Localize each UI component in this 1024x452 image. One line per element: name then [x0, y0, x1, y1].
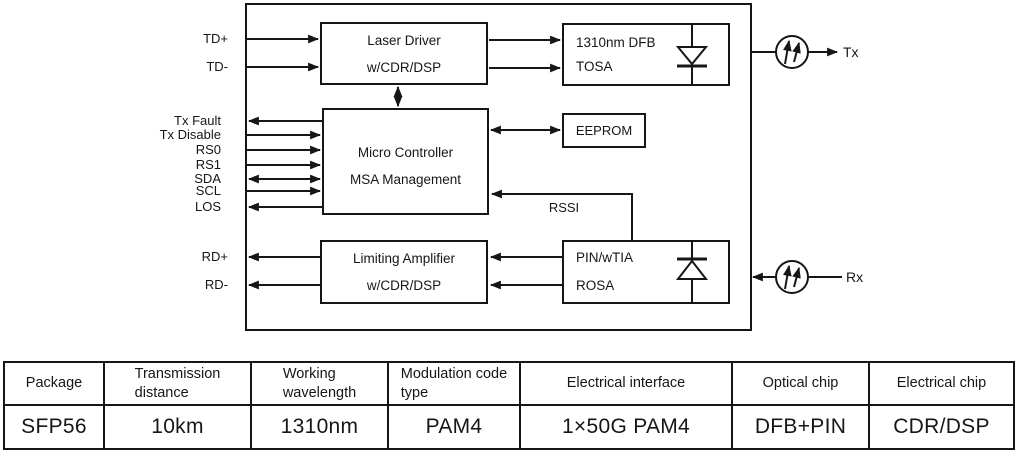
header-text: wavelength [282, 384, 357, 401]
cell-package: SFP56 [3, 404, 105, 450]
spec-table: Package Transmission distance Working wa… [3, 361, 1015, 450]
cell-transmission-distance: 10km [103, 404, 252, 450]
laser-driver-sublabel: w/CDR/DSP [366, 59, 442, 75]
limiting-amplifier-sublabel: w/CDR/DSP [366, 278, 442, 293]
tosa-label: 1310nm DFB [576, 34, 656, 50]
col-header-modulation-code-type: Modulation code type [387, 361, 521, 406]
pin-td-minus: TD- [206, 59, 228, 74]
header-text: Package [25, 375, 83, 391]
limiting-amplifier-block: Limiting Amplifier w/CDR/DSP [320, 240, 488, 304]
cell-working-wavelength: 1310nm [250, 404, 389, 450]
pin-tx-disable: Tx Disable [159, 127, 221, 142]
header-text: distance [134, 384, 189, 401]
col-header-transmission-distance: Transmission distance [103, 361, 252, 406]
rssi-label: RSSI [548, 200, 580, 215]
rx-fiber-coupler-icon [775, 260, 809, 294]
col-header-working-wavelength: Working wavelength [250, 361, 389, 406]
tosa-sublabel: TOSA [576, 58, 613, 74]
module-outline [245, 3, 752, 331]
rosa-block: PIN/wTIA ROSA [562, 240, 730, 304]
pin-rd-minus: RD- [204, 277, 228, 292]
laser-driver-label: Laser Driver [367, 32, 441, 48]
laser-driver-block: Laser Driver w/CDR/DSP [320, 22, 488, 85]
pin-rs1: RS1 [195, 157, 221, 172]
signal-arrows [246, 34, 842, 290]
cell-electrical-interface: 1×50G PAM4 [519, 404, 733, 450]
col-header-electrical-interface: Electrical interface [519, 361, 733, 406]
header-text: Electrical interface [566, 375, 686, 391]
header-text: Modulation code [400, 365, 508, 382]
tosa-block: 1310nm DFB TOSA [562, 23, 730, 86]
eeprom-label: EEPROM [575, 123, 633, 138]
header-text: Working [282, 365, 336, 382]
header-text: type [400, 384, 429, 401]
tx-fiber-coupler-icon [775, 35, 809, 69]
col-header-package: Package [3, 361, 105, 406]
rosa-sublabel: ROSA [576, 278, 615, 293]
col-header-electrical-chip: Electrical chip [868, 361, 1015, 406]
rosa-label: PIN/wTIA [576, 250, 634, 265]
eeprom-block: EEPROM [562, 113, 646, 148]
header-text: Electrical chip [896, 375, 987, 391]
pin-los: LOS [194, 199, 221, 214]
cell-modulation-code-type: PAM4 [387, 404, 521, 450]
connector-lines [245, 3, 842, 331]
rosa-photodiode-icon [675, 241, 709, 303]
micro-controller-label: Micro Controller [357, 144, 454, 160]
pin-td-plus: TD+ [203, 31, 228, 46]
pin-scl: SCL [195, 183, 221, 198]
header-text: Transmission [134, 365, 221, 382]
header-text: Optical chip [762, 375, 839, 391]
pin-rd-plus: RD+ [201, 249, 228, 264]
tosa-laser-diode-icon [675, 23, 709, 85]
block-diagram: Laser Driver w/CDR/DSP 1310nm DFB TOSA M… [159, 3, 864, 331]
pin-sda: SDA [194, 171, 221, 186]
spec-table-row: SFP56 10km 1310nm PAM4 1×50G PAM4 DFB+PI… [3, 404, 1015, 450]
col-header-optical-chip: Optical chip [731, 361, 870, 406]
pin-rs0: RS0 [195, 142, 221, 157]
rx-label: Rx [846, 269, 864, 285]
limiting-amplifier-label: Limiting Amplifier [352, 251, 456, 266]
spec-table-header-row: Package Transmission distance Working wa… [3, 361, 1015, 406]
cell-electrical-chip: CDR/DSP [868, 404, 1015, 450]
msa-management-label: MSA Management [349, 171, 462, 187]
micro-controller-block: Micro Controller MSA Management [322, 108, 489, 215]
cell-optical-chip: DFB+PIN [731, 404, 870, 450]
pin-tx-fault: Tx Fault [174, 113, 221, 128]
tx-label: Tx [843, 44, 859, 60]
